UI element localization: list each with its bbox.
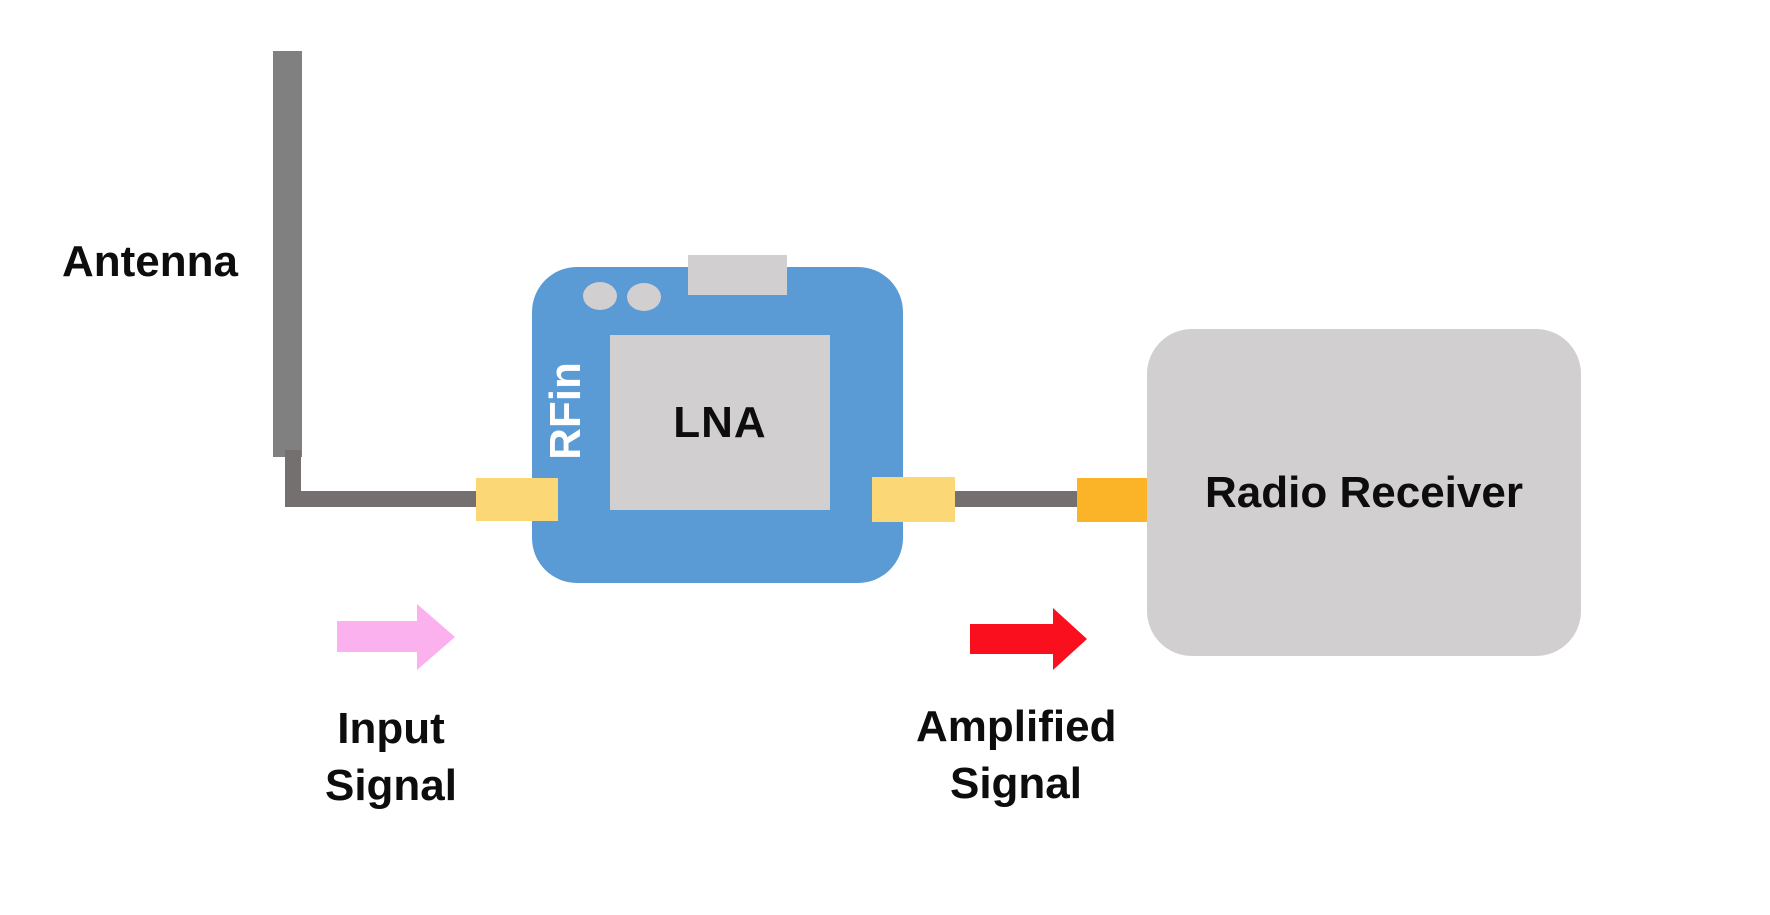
lna-mounting-hole-left-icon <box>583 282 617 310</box>
amplified-signal-arrowhead-icon <box>1053 608 1087 670</box>
lna-chip-label: LNA <box>673 397 767 447</box>
lna-mounting-hole-right-icon <box>627 283 661 311</box>
lna-chip: LNA <box>610 335 830 510</box>
amplified-signal-label-line2: Signal <box>949 759 1083 808</box>
amplified-signal-arrow-icon <box>970 624 1054 654</box>
input-signal-arrowhead-icon <box>417 604 455 670</box>
antenna-rod-icon <box>273 51 302 457</box>
lna-top-tab <box>688 255 787 295</box>
amplified-signal-label-line1: Amplified <box>916 702 1117 751</box>
antenna-wire-horizontal <box>285 491 481 507</box>
input-signal-arrow-icon <box>337 621 418 652</box>
output-wire <box>950 491 1080 507</box>
radio-receiver-block: Radio Receiver <box>1147 329 1581 656</box>
antenna-label: Antenna <box>62 237 238 286</box>
lna-output-connector <box>872 477 955 522</box>
input-signal-label-line2: Signal <box>324 761 458 810</box>
lna-input-connector <box>476 478 558 521</box>
amplified-signal-label: Amplified Signal <box>916 698 1116 812</box>
rfin-port-label: RFin <box>541 362 590 460</box>
input-signal-label: Input Signal <box>291 700 491 814</box>
radio-receiver-label: Radio Receiver <box>1205 467 1523 517</box>
input-signal-label-line1: Input <box>337 704 445 753</box>
